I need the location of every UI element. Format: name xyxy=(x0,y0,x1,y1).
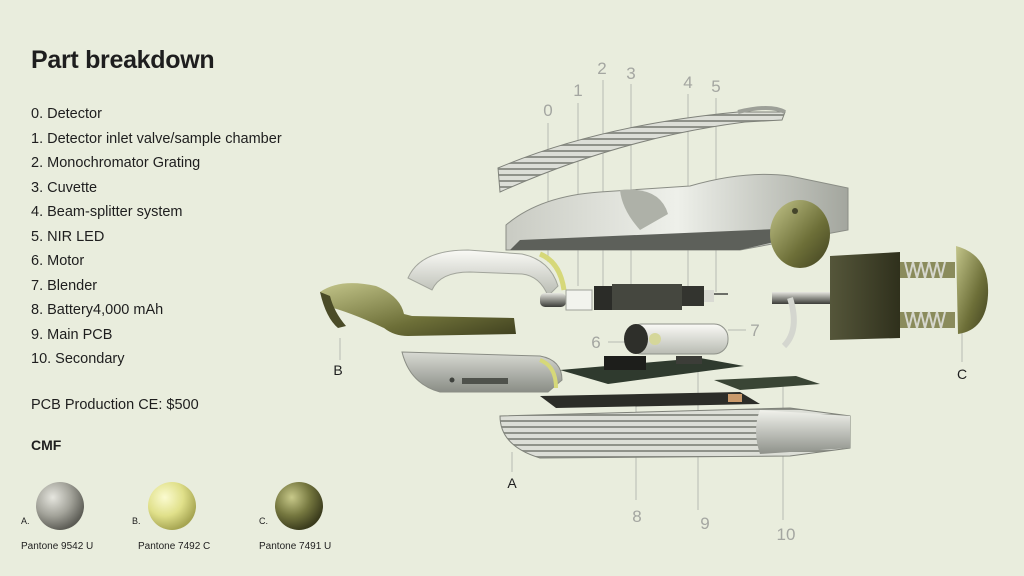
part-item-7: 7. Blender xyxy=(31,277,98,294)
callout-10: 10 xyxy=(777,525,796,544)
optics-assembly xyxy=(540,284,728,311)
swatch-b-label: Pantone 7492 C xyxy=(138,541,211,552)
main-pcb-part xyxy=(560,356,744,384)
part-item-0: 0. Detector xyxy=(31,106,102,122)
part-item-5: 5. NIR LED xyxy=(31,228,105,245)
callout-5: 5 xyxy=(711,77,720,96)
swatch-b-sphere xyxy=(148,482,196,530)
part-item-10: 10. Secondary xyxy=(31,351,125,367)
battery-part xyxy=(540,392,760,408)
callout-4: 4 xyxy=(683,73,692,92)
part-item-8: 8. Battery4,000 mAh xyxy=(31,302,164,318)
callout-0: 0 xyxy=(543,101,552,120)
swatch-c-sphere xyxy=(275,482,323,530)
lower-front-shell-part xyxy=(401,351,563,393)
part-item-4: 4. Beam-splitter system xyxy=(31,204,183,220)
swatch-a-letter: A. xyxy=(21,516,30,526)
page-title: Part breakdown xyxy=(31,46,215,74)
blender-shaft-part xyxy=(772,292,832,349)
part-list: 0. Detector 1. Detector inlet valve/samp… xyxy=(31,102,282,372)
callout-6: 6 xyxy=(591,333,600,352)
part-item-1: 1. Detector inlet valve/sample chamber xyxy=(31,130,282,147)
swatch-c-label: Pantone 7491 U xyxy=(259,541,332,552)
top-cover-part xyxy=(497,106,786,193)
callout-a: A xyxy=(507,475,517,491)
callout-8: 8 xyxy=(632,507,641,526)
part-item-9: 9. Main PCB xyxy=(31,326,113,343)
part-item-2: 2. Monochromator Grating xyxy=(31,155,201,171)
swatch-b-letter: B. xyxy=(132,516,141,526)
bottom-shell-part-a xyxy=(499,407,851,459)
motor-part xyxy=(624,323,729,355)
callout-c: C xyxy=(957,366,967,382)
cmf-title: CMF xyxy=(31,437,62,453)
swatch-c-letter: C. xyxy=(259,516,268,526)
upper-shell-part xyxy=(505,173,849,251)
callout-3: 3 xyxy=(626,64,635,83)
callout-b: B xyxy=(333,362,342,378)
swatch-a-label: Pantone 9542 U xyxy=(21,541,94,552)
callout-2: 2 xyxy=(597,59,606,78)
part-item-6: 6. Motor xyxy=(31,253,85,269)
swatch-a-sphere xyxy=(36,482,84,530)
strap-part-b xyxy=(320,283,516,336)
callout-1: 1 xyxy=(573,81,582,100)
callout-9: 9 xyxy=(700,514,709,533)
part-item-3: 3. Cuvette xyxy=(31,179,98,196)
end-cap-part-c xyxy=(830,246,989,340)
pcb-cost-text: PCB Production CE: $500 xyxy=(31,397,199,413)
translucent-bracket-part xyxy=(407,249,567,297)
secondary-pcb-part xyxy=(714,376,820,390)
round-plate-part xyxy=(770,200,830,268)
callout-7: 7 xyxy=(750,321,759,340)
